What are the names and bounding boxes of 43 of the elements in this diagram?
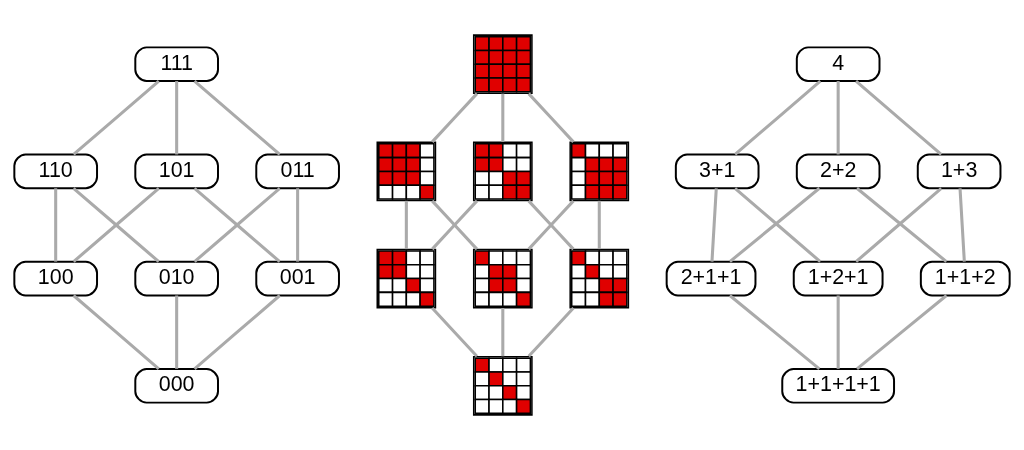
connector: [734, 79, 822, 156]
node-box: 101: [134, 153, 219, 190]
connector: [72, 187, 160, 263]
connector: [175, 295, 179, 369]
node-box: 2+2: [795, 153, 881, 190]
connector: [431, 92, 479, 143]
node-box: 000: [134, 367, 219, 404]
connector: [193, 79, 281, 156]
connector: [431, 307, 478, 358]
node-box: 4: [795, 46, 881, 83]
node-box: 100: [13, 260, 99, 297]
connector: [856, 294, 948, 370]
node-box: 1+1+1+1: [781, 367, 896, 404]
connector: [404, 200, 408, 250]
connector: [527, 307, 575, 358]
connector: [175, 81, 179, 155]
connector: [72, 294, 160, 370]
node-box: 110: [13, 153, 99, 190]
node-box: 2+1+1: [665, 260, 757, 297]
connector: [501, 308, 505, 357]
connector: [597, 200, 601, 250]
connector: [72, 79, 160, 156]
connector: [54, 188, 58, 262]
connector: [527, 92, 575, 143]
node-box: 1+2+1: [792, 260, 884, 297]
connector: [710, 188, 718, 262]
connector: [193, 187, 281, 263]
connector: [728, 294, 821, 370]
connector: [296, 188, 300, 262]
node-box: 1+1+2: [919, 260, 1011, 297]
connector: [501, 93, 505, 142]
node-box: 111: [134, 46, 219, 83]
connector: [958, 188, 966, 262]
node-box: 3+1: [674, 153, 760, 190]
node-box: 011: [255, 153, 340, 190]
connector: [855, 79, 943, 156]
node-box: 001: [255, 260, 340, 297]
connector: [193, 294, 281, 370]
connector: [836, 295, 840, 369]
connector: [527, 199, 575, 251]
node-box: 010: [134, 260, 219, 297]
connector: [836, 81, 840, 155]
node-box: 1+3: [916, 153, 1002, 190]
